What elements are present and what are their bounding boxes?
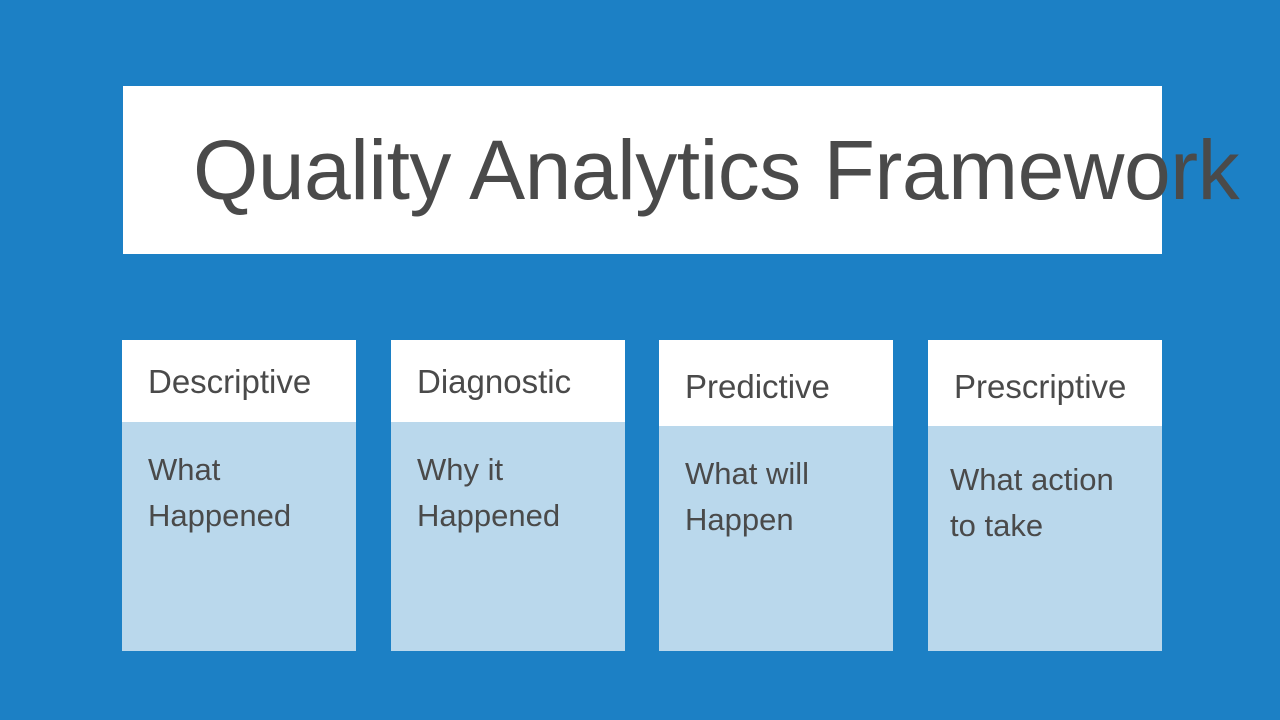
title-box: Quality Analytics Framework	[123, 86, 1240, 254]
card-body-descriptive: What Happened	[122, 422, 356, 651]
card-description-predictive: What will Happen	[685, 456, 810, 537]
card-title-descriptive: Descriptive	[148, 362, 312, 400]
card-body-predictive: What will Happen	[659, 426, 893, 651]
card-description-prescriptive: What action to take	[950, 462, 1114, 543]
card-header-diagnostic: Diagnostic	[391, 340, 625, 422]
page-title: Quality Analytics Framework	[193, 123, 1240, 217]
card-description-descriptive: What Happened	[148, 452, 292, 533]
card-body-diagnostic: Why it Happened	[391, 422, 625, 651]
card-title-prescriptive: Prescriptive	[954, 367, 1127, 405]
card-header-prescriptive: Prescriptive	[928, 340, 1162, 426]
card-body-prescriptive: What action to take	[928, 426, 1162, 651]
card-header-predictive: Predictive	[659, 340, 893, 426]
card-title-diagnostic: Diagnostic	[417, 362, 572, 400]
analytics-cards-row: Descriptive What Happened Diagnostic Why…	[122, 340, 1162, 652]
card-description-diagnostic: Why it Happened	[417, 452, 561, 533]
card-prescriptive[interactable]: Prescriptive What action to take	[928, 340, 1162, 651]
card-descriptive[interactable]: Descriptive What Happened	[122, 340, 356, 651]
card-header-descriptive: Descriptive	[122, 340, 356, 422]
card-diagnostic[interactable]: Diagnostic Why it Happened	[391, 340, 625, 651]
card-title-predictive: Predictive	[685, 367, 830, 405]
card-predictive[interactable]: Predictive What will Happen	[659, 340, 893, 651]
